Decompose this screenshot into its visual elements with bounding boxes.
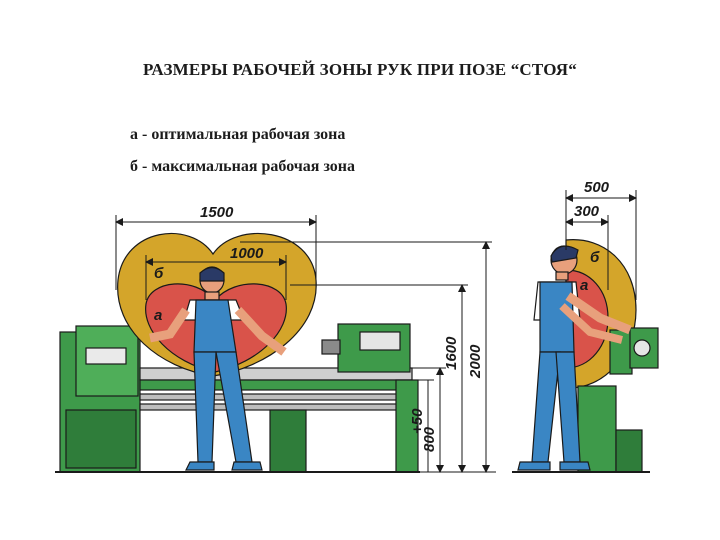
dim-label-1500: 1500 bbox=[200, 204, 234, 221]
side-view: б а bbox=[512, 179, 659, 473]
dimension-1500 bbox=[115, 215, 317, 290]
zone-label-a-front: а bbox=[154, 307, 162, 324]
dim-label-300: 300 bbox=[574, 203, 600, 220]
legend-maximum-zone: б - максимальная рабочая зона bbox=[130, 158, 356, 175]
lathe-machine bbox=[55, 323, 420, 473]
dimension-1000 bbox=[145, 255, 287, 300]
dim-label-plus50: +50 bbox=[409, 408, 426, 434]
vertical-dimensions bbox=[240, 241, 496, 473]
zone-label-b-side: б bbox=[590, 249, 600, 266]
worker-side bbox=[517, 245, 632, 471]
dim-label-1600: 1600 bbox=[443, 336, 460, 370]
zone-label-b-front: б bbox=[154, 265, 164, 282]
worker-front bbox=[149, 266, 287, 471]
dim-label-2000: 2000 bbox=[467, 344, 484, 379]
dim-label-500: 500 bbox=[584, 179, 610, 196]
page-title: РАЗМЕРЫ РАБОЧЕЙ ЗОНЫ РУК ПРИ ПОЗЕ “СТОЯ“ bbox=[143, 60, 577, 79]
zone-label-a-side: а bbox=[580, 277, 588, 294]
legend-optimal-zone: а - оптимальная рабочая зона bbox=[130, 126, 346, 143]
front-view: б а 1500 1000 bbox=[55, 204, 496, 473]
dim-label-1000: 1000 bbox=[230, 245, 264, 262]
dim-label-800: 800 bbox=[421, 426, 438, 452]
dimension-500-300 bbox=[565, 190, 637, 300]
